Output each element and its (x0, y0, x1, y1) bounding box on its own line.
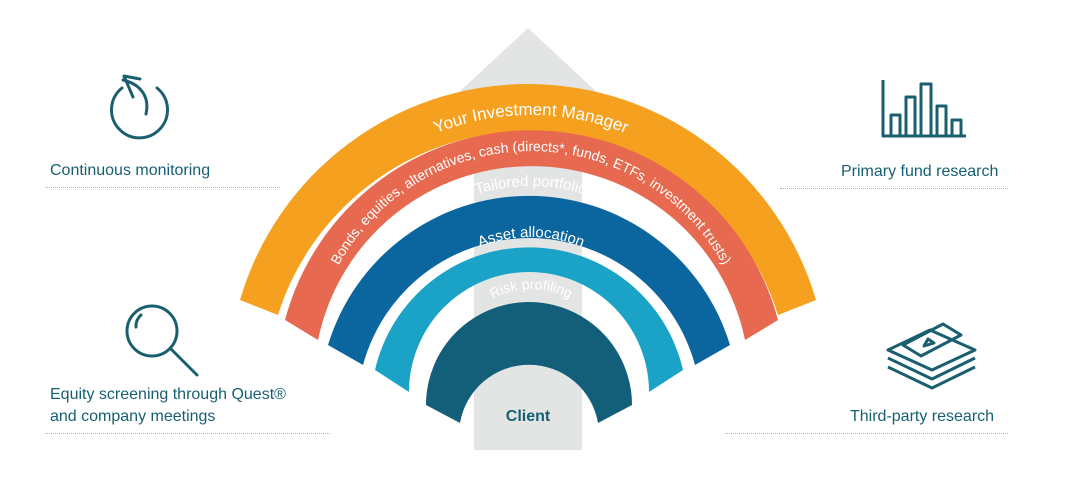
arc-asset-allocation (375, 247, 683, 392)
equity-screening-label: Equity screening through Quest® and comp… (50, 384, 350, 428)
equity-screening-line-1: Equity screening through Quest® (50, 386, 286, 403)
divider-bottom-right (725, 433, 1008, 434)
arc-tailored-portfolio (328, 195, 730, 365)
arc-investment-manager (240, 83, 816, 315)
third-party-research-label: Third-party research (850, 408, 995, 425)
document-stack-icon (886, 322, 977, 390)
divider-top-left (45, 187, 280, 188)
magnifier-icon (125, 304, 199, 377)
continuous-monitoring-label: Continuous monitoring (50, 162, 211, 179)
divider-top-right (780, 188, 1008, 189)
center-label-client: Client (506, 408, 551, 425)
refresh-arrow-icon (110, 74, 169, 140)
equity-screening-line-2: and company meetings (50, 408, 216, 425)
arc-asset-types (285, 130, 778, 340)
divider-bottom-left (45, 433, 330, 434)
arc-risk-profiling (426, 302, 632, 423)
bar-chart-icon (881, 80, 966, 138)
primary-fund-research-label: Primary fund research (841, 163, 999, 180)
